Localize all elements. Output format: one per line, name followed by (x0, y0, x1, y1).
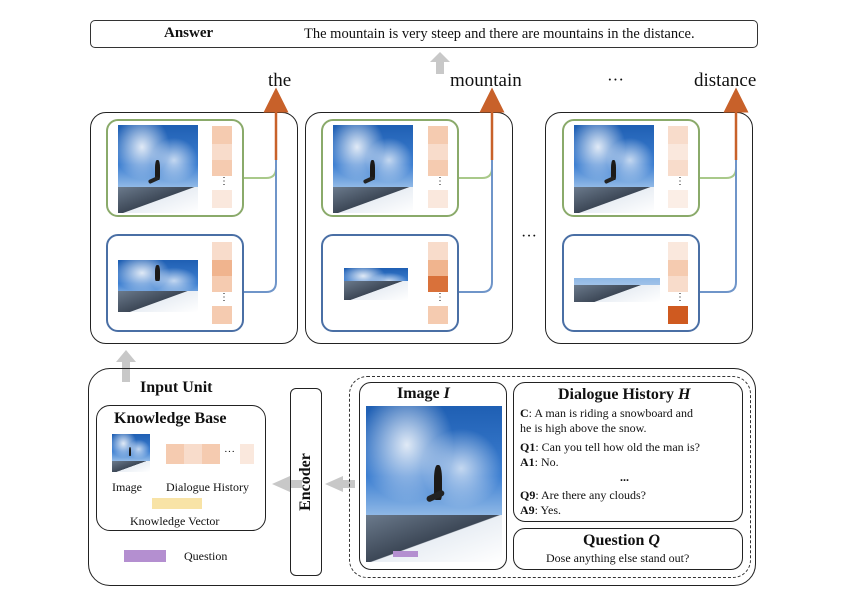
input-unit-box (88, 368, 756, 586)
encoder-label: Encoder (297, 453, 314, 511)
cropped-image (118, 260, 198, 312)
snowboard-image (333, 125, 413, 213)
knowledge-image-label: Image (112, 480, 142, 494)
snowboard-image (118, 125, 198, 213)
snowboard-image (574, 125, 654, 213)
history-q9: Q9: Are there any clouds? (520, 488, 646, 502)
input-unit-title: Input Unit (140, 379, 213, 396)
output-word-mountain: mountain (450, 70, 522, 91)
question-panel (513, 528, 743, 570)
answer-up-arrow (430, 52, 450, 74)
output-word-ellipsis: ··· (607, 70, 624, 89)
output-word-distance: distance (694, 70, 757, 91)
blue-box-2 (321, 234, 459, 332)
step-box-2 (305, 112, 513, 344)
knowledge-base-title: Knowledge Base (114, 410, 227, 427)
feature-vector (212, 242, 232, 324)
feature-vector (428, 126, 448, 208)
step-box-3 (545, 112, 753, 344)
output-word-the: the (268, 70, 292, 91)
steps-ellipsis: ··· (521, 228, 537, 245)
dialogue-history-panel (513, 382, 743, 522)
history-a9: A9: Yes. (520, 503, 562, 517)
feature-vector (212, 126, 232, 208)
question-legend-label: Question (184, 549, 228, 563)
history-q1: Q1: Can you tell how old the man is? (520, 440, 700, 454)
input-image (366, 406, 502, 562)
green-box-2 (321, 119, 459, 217)
image-panel (359, 382, 507, 570)
input-dashed-container (349, 376, 751, 578)
cropped-image (344, 268, 408, 300)
answer-text: The mountain is very steep and there are… (304, 26, 695, 42)
feature-vector (428, 242, 448, 324)
history-dots: ... (620, 470, 629, 484)
knowledge-base-box (96, 405, 266, 531)
answer-label: Answer (164, 25, 214, 41)
vector-ellipsis: ⋮ (219, 176, 229, 187)
vector-ellipsis: ⋮ (675, 176, 685, 187)
knowledge-vector-bar (152, 498, 202, 509)
knowledge-vector-label: Knowledge Vector (130, 514, 220, 528)
feature-vector (668, 126, 688, 208)
feature-vector (668, 242, 688, 324)
encoder-box (290, 388, 322, 576)
history-vector (166, 444, 220, 464)
vector-ellipsis: ⋮ (435, 292, 445, 303)
cropped-image (574, 278, 660, 302)
blue-box-3 (562, 234, 700, 332)
question-title: Question Q (583, 532, 660, 549)
question-legend-swatch (124, 550, 166, 562)
image-panel-title: Image I (397, 385, 450, 402)
green-box-1 (106, 119, 244, 217)
history-vector-tail (240, 444, 254, 464)
blue-box-1 (106, 234, 244, 332)
history-a1: A1: No. (520, 455, 559, 469)
answer-box (90, 20, 758, 48)
knowledge-history-label: Dialogue History (166, 480, 249, 494)
knowledge-image-thumb (112, 434, 150, 472)
vector-ellipsis: ⋮ (435, 176, 445, 187)
history-caption-line-2: he is high above the snow. (520, 421, 647, 435)
vector-ellipsis: ⋮ (219, 292, 229, 303)
vector-ellipsis: ⋮ (675, 292, 685, 303)
history-caption-line-1: C: A man is riding a snowboard and (520, 406, 693, 420)
history-vector-dots: ··· (224, 446, 235, 458)
dialogue-history-title: Dialogue History H (558, 386, 691, 403)
green-box-3 (562, 119, 700, 217)
question-text: Dose anything else stand out? (546, 551, 690, 565)
step-box-1 (90, 112, 298, 344)
